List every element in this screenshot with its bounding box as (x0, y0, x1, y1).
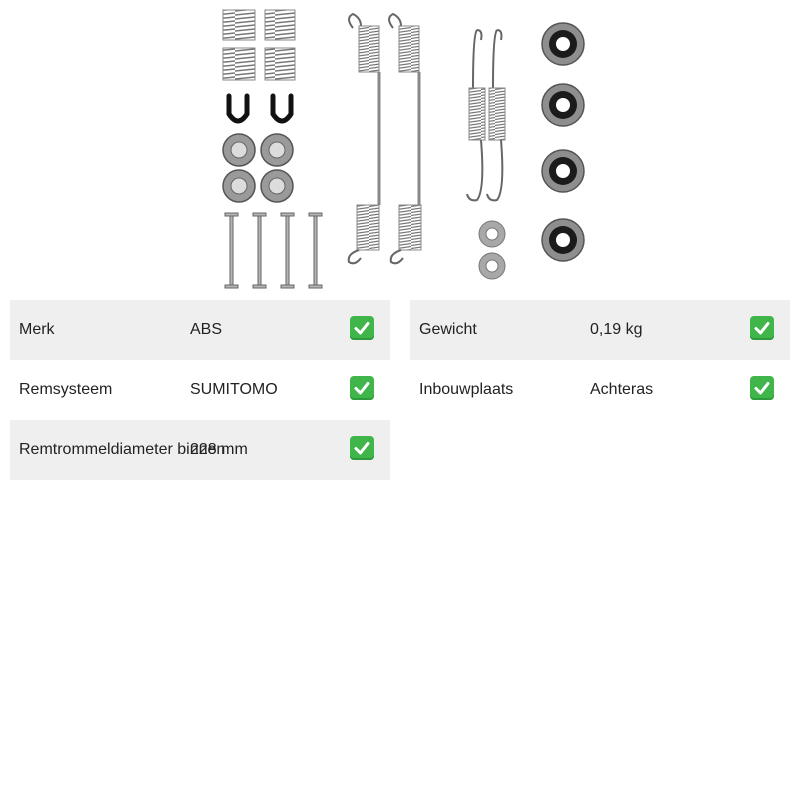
spec-table-left: Merk ABS Remsysteem SUMITOMO Remtrommeld… (10, 300, 390, 480)
check-mark-icon (350, 376, 374, 400)
spec-row-inbouwplaats: Inbouwplaats Achteras (410, 360, 790, 420)
spec-label: Merk (19, 321, 55, 338)
check-mark-icon (750, 316, 774, 340)
short-spring (222, 9, 296, 81)
spec-row-gewicht: Gewicht 0,19 kg (410, 300, 790, 360)
flat-washer (478, 220, 506, 280)
cup-washer (222, 133, 294, 203)
spec-label: Gewicht (419, 321, 477, 338)
spec-value: ABS (190, 321, 223, 338)
spec-row-remtrommeldiameter: Remtrommeldiameter binnen 228 mm (10, 420, 390, 480)
check-mark-icon (350, 436, 374, 460)
spec-value: SUMITOMO (190, 381, 278, 398)
check-mark-icon (750, 376, 774, 400)
long-return-spring (347, 12, 422, 265)
product-image (215, 0, 595, 295)
spec-value: 228 mm (190, 441, 248, 458)
spec-row-remsysteem: Remsysteem SUMITOMO (10, 360, 390, 420)
hold-down-pin (224, 212, 323, 289)
spec-value: Achteras (590, 381, 654, 398)
spec-table-right: Gewicht 0,19 kg Inbouwplaats Achteras (410, 300, 790, 420)
retaining-clip (226, 93, 294, 124)
spec-label: Remsysteem (19, 381, 113, 398)
spec-value: 0,19 kg (590, 321, 643, 338)
spec-label: Inbouwplaats (419, 381, 514, 398)
adjuster-spring (466, 29, 506, 202)
spec-label: Remtrommeldiameter binnen (19, 441, 226, 458)
check-mark-icon (350, 316, 374, 340)
grommet (541, 22, 585, 262)
spec-row-merk: Merk ABS (10, 300, 390, 360)
